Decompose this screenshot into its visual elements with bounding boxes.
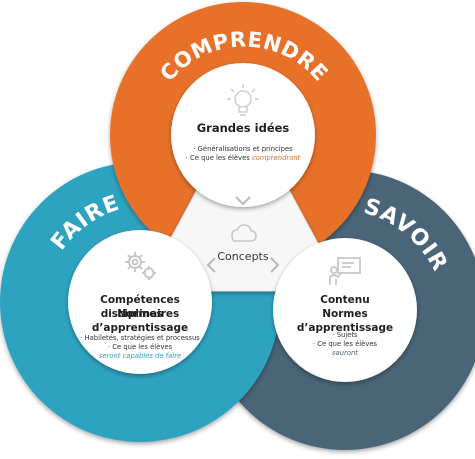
savoir-bullet-2: · Ce que les élèves [312,340,378,348]
faire-bullet-2: · Ce que les élèves [107,343,173,351]
savoir-title-2: Normes d’apprentissage [296,308,394,334]
faire-bullet-1: · Habiletés, stratégies et processus [80,334,200,342]
savoir-title-1: Contenu [320,294,370,306]
comprendre-title: Grandes idées [196,121,290,135]
teacher-icon [329,257,361,285]
lightbulb-icon [227,84,259,116]
chevron-down-icon [235,196,251,206]
faire-title-2: Normes d’apprentissage [91,308,189,334]
savoir-bullet-3: sauront [332,349,358,357]
faire-bullet-3: seront capables de faire [98,352,182,360]
disk-savoir [273,238,417,382]
gears-icon [125,252,156,280]
comprendre-bullet-2-text: · Ce que les élèves [185,154,252,162]
savoir-bullet-1: · Sujets [332,331,358,339]
disk-comprendre [171,63,315,207]
chevron-right-icon [270,257,280,273]
comprendre-bullet-2-accent: comprendront [251,154,301,162]
comprendre-bullet-2: · Ce que les élèves comprendront [163,154,323,163]
concepts-label: Concepts [217,250,269,263]
cloud-icon [231,224,257,242]
disk-faire [68,230,212,374]
comprendre-bullet-1: · Généralisations et principes [193,145,293,153]
chevron-left-icon [206,257,216,273]
faire-title-1: Compétences disciplinaires [100,294,180,320]
